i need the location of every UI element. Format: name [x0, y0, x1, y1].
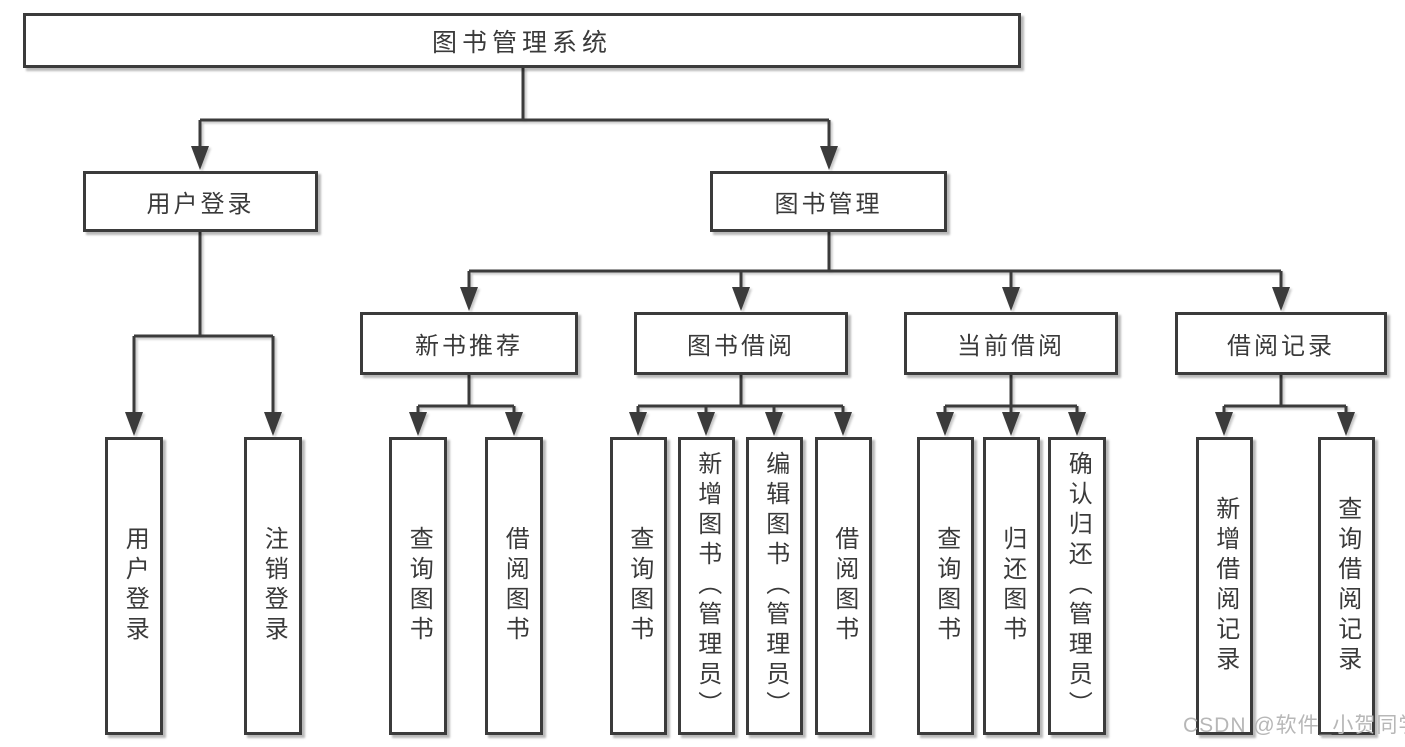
- node-label: 用户登录: [146, 191, 255, 218]
- node-borrowing-records: 借阅记录: [1175, 312, 1387, 375]
- connector-book-management-children: [460, 232, 1290, 311]
- node-book-borrowing: 图书借阅: [634, 312, 848, 375]
- node-label: 确认归还（管理员）: [1064, 451, 1092, 721]
- leaf-user-login: 用户登录: [105, 437, 163, 735]
- node-label: 图书借阅: [687, 333, 795, 360]
- leaf-query-borrow-record: 查询借阅记录: [1318, 437, 1375, 735]
- leaf-borrow-books: 借阅图书: [815, 437, 872, 735]
- node-label: 图书管理: [774, 191, 883, 218]
- connector-new-book-recommendation-children: [409, 375, 523, 436]
- node-label: 新增图书（管理员）: [693, 451, 721, 721]
- node-label: 查询图书: [625, 526, 653, 646]
- node-label: 查询图书: [405, 526, 433, 646]
- node-current-borrowing: 当前借阅: [904, 312, 1118, 375]
- node-label: 借阅记录: [1227, 333, 1335, 360]
- leaf-query-books: 查询图书: [389, 437, 447, 735]
- connector-user-login-children: [125, 232, 282, 436]
- leaf-confirm-return-admin: 确认归还（管理员）: [1048, 437, 1106, 735]
- node-library-management-system: 图书管理系统: [23, 13, 1021, 68]
- node-label: 新增借阅记录: [1211, 496, 1239, 676]
- leaf-edit-book-admin: 编辑图书（管理员）: [746, 437, 803, 735]
- node-label: 注销登录: [260, 526, 288, 646]
- csdn-watermark: CSDN @软件_小贺同学: [1183, 714, 1405, 737]
- leaf-query-books: 查询图书: [610, 437, 667, 735]
- node-label: 归还图书: [998, 526, 1026, 646]
- leaf-add-borrow-record: 新增借阅记录: [1196, 437, 1253, 735]
- connector-borrowing-records-children: [1215, 375, 1355, 436]
- leaf-add-book-admin: 新增图书（管理员）: [678, 437, 735, 735]
- node-user-login: 用户登录: [83, 171, 318, 232]
- node-label: 用户登录: [121, 526, 149, 646]
- node-label: 新书推荐: [415, 333, 523, 360]
- node-label: 编辑图书（管理员）: [761, 451, 789, 721]
- node-label: 查询图书: [932, 526, 960, 646]
- node-label: 当前借阅: [957, 333, 1065, 360]
- leaf-logout: 注销登录: [244, 437, 302, 735]
- node-label: 借阅图书: [501, 526, 529, 646]
- node-new-book-recommendation: 新书推荐: [360, 312, 578, 375]
- connector-book-borrowing-children: [629, 375, 852, 436]
- leaf-query-books: 查询图书: [917, 437, 974, 735]
- leaf-borrow-books: 借阅图书: [485, 437, 543, 735]
- connector-root-to-level2: [191, 68, 838, 170]
- node-label: 图书管理系统: [431, 28, 612, 57]
- connector-current-borrowing-children: [936, 375, 1086, 436]
- node-book-management: 图书管理: [710, 171, 947, 232]
- node-label: 借阅图书: [830, 526, 858, 646]
- leaf-return-books: 归还图书: [983, 437, 1040, 735]
- node-label: 查询借阅记录: [1333, 496, 1361, 676]
